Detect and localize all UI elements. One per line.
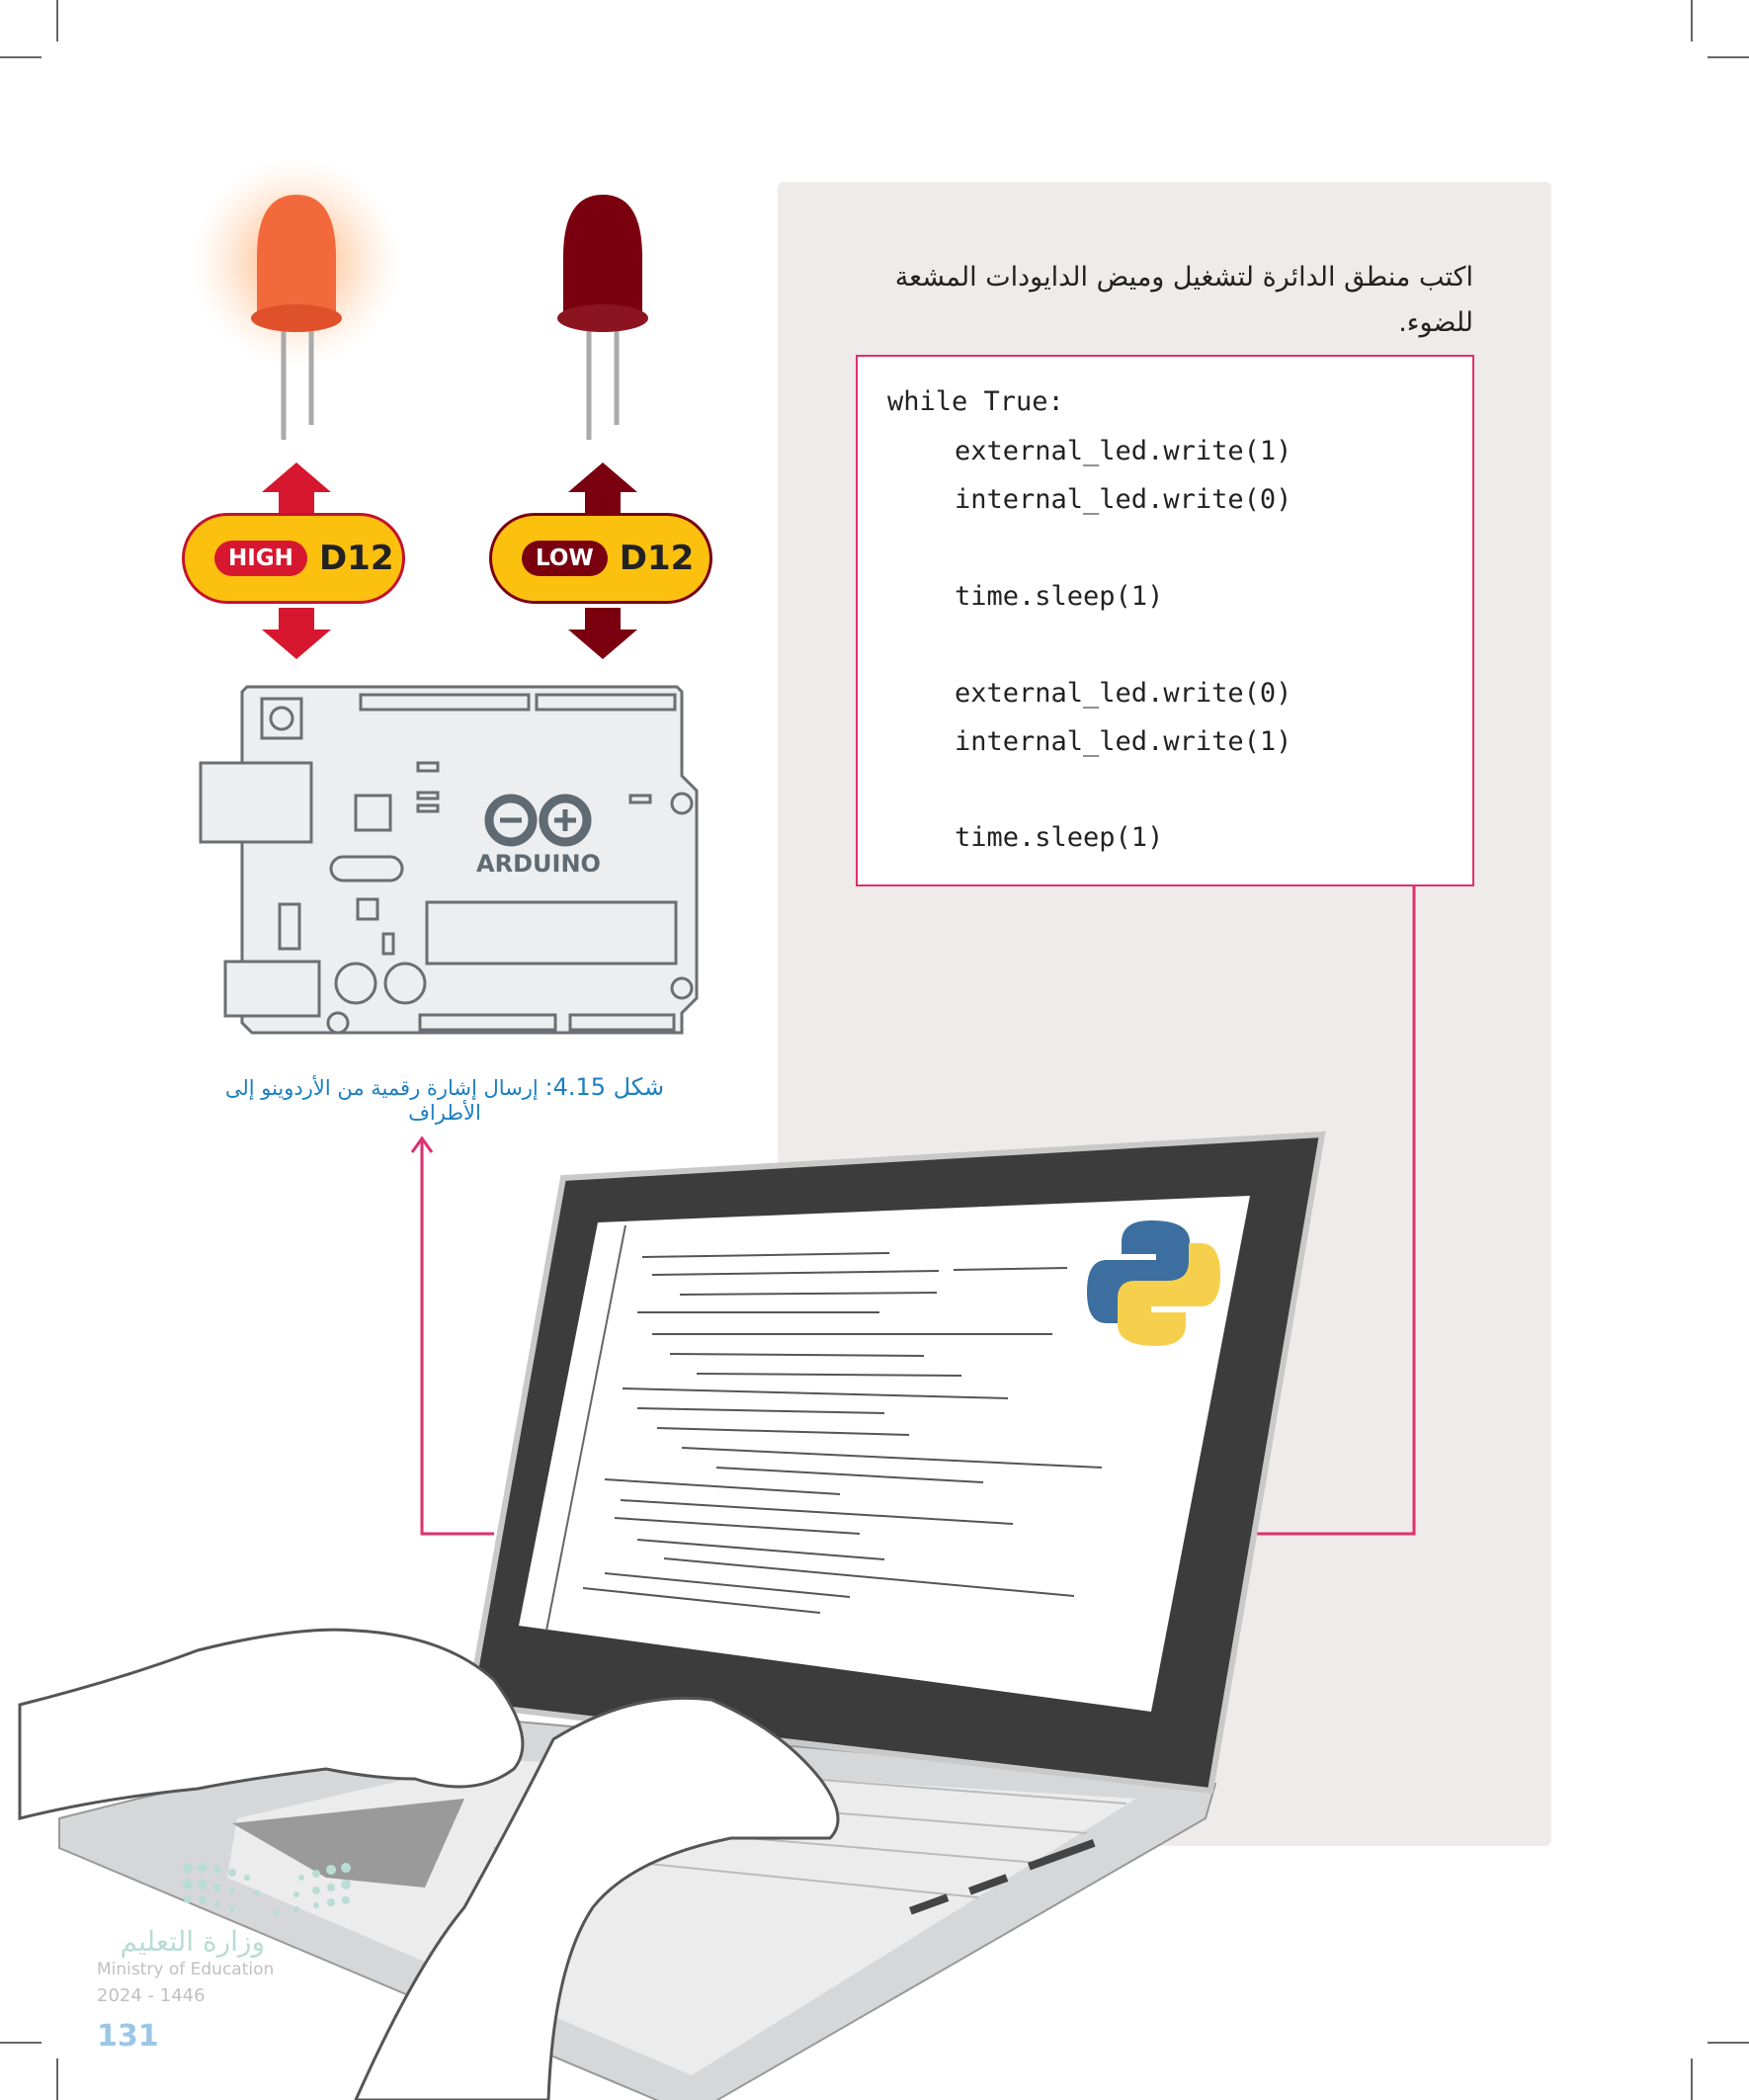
code-block: while True: external_led.write(1) intern… [856, 355, 1474, 886]
figure-caption: شكل 4.15: إرسال إشارة رقمية من الأردوينو… [198, 1073, 692, 1125]
arduino-logo-icon [484, 794, 592, 847]
page-number: 131 [97, 2019, 159, 2054]
ministry-logo-icon [183, 1863, 351, 1916]
arduino-board: ARDUINO [199, 685, 699, 1035]
ministry-name-en: Ministry of Education [97, 1960, 275, 1979]
pin-label: D12 [619, 539, 695, 578]
python-logo-icon [1087, 1220, 1220, 1346]
ministry-name-ar: وزارة التعليم [120, 1925, 265, 1958]
led-on-icon [193, 158, 400, 440]
led-illustration [193, 158, 648, 659]
left-hand-icon [18, 1628, 525, 1820]
signal-high-badge: HIGH D12 [182, 513, 405, 604]
code-line: external_led.write(1) [955, 436, 1292, 466]
signal-low-badge: LOW D12 [489, 513, 712, 604]
state-label: HIGH [214, 541, 307, 576]
task-instruction: اكتب منطق الدائرة لتشغيل وميض الدايودات … [894, 262, 1473, 338]
caption-number: شكل 4.15: [544, 1073, 665, 1101]
code-line: time.sleep(1) [955, 581, 1164, 612]
arrow-high-icon [262, 462, 331, 659]
code-line: internal_led.write(0) [955, 484, 1292, 515]
led-off-icon [557, 195, 648, 440]
code-line: time.sleep(1) [955, 822, 1164, 853]
board-label: ARDUINO [476, 850, 601, 878]
laptop-illustration [18, 1131, 1326, 2100]
pin-label: D12 [318, 539, 394, 578]
code-lines-icon [582, 1252, 1103, 1614]
year-label: 2024 - 1446 [97, 1985, 206, 2006]
arrow-low-icon [568, 462, 637, 659]
ministry-footer: وزارة التعليم Ministry of Education 2024… [97, 1927, 274, 2010]
caption-text: إرسال إشارة رقمية من الأردوينو إلى الأطر… [224, 1076, 539, 1125]
code-line: while True: [887, 386, 1064, 417]
right-hand-icon [354, 1696, 840, 2100]
state-label: LOW [522, 541, 608, 576]
code-line: internal_led.write(1) [955, 726, 1292, 757]
code-line: external_led.write(0) [955, 678, 1292, 709]
